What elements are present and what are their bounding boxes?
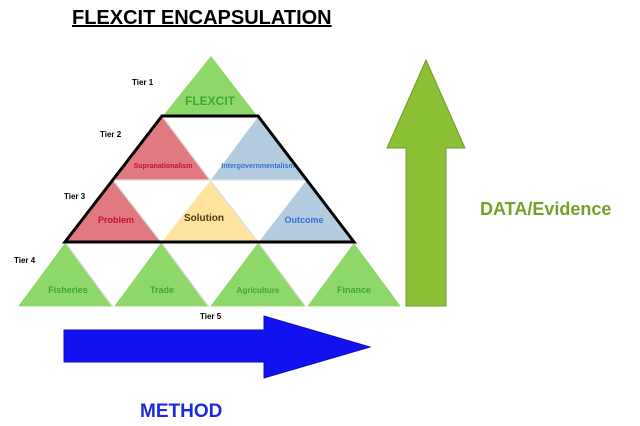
page-title: FLEXCIT ENCAPSULATION: [72, 7, 332, 29]
intergovernmentalism-label: Intergovernmentalism: [221, 163, 295, 170]
finance-label: Finance: [336, 285, 372, 295]
data-evidence-label: DATA/Evidence: [480, 199, 612, 219]
method-label: METHOD: [140, 401, 223, 422]
tier-5-label: Tier 5: [200, 312, 222, 321]
fisheries-label: Fisheries: [48, 285, 88, 295]
outcome-label: Outcome: [284, 215, 324, 225]
solution-label: Solution: [184, 213, 224, 224]
data-evidence-arrow: [386, 58, 466, 307]
encapsulation-outline: [61, 114, 358, 244]
method-arrow: [63, 315, 372, 379]
tier-3-label: Tier 3: [64, 192, 86, 201]
tier-2-label: Tier 2: [100, 130, 122, 139]
flexcit-label: FLEXCIT: [185, 94, 235, 108]
trade-label: Trade: [149, 285, 175, 295]
agriculture-label: Agriculture: [236, 286, 280, 295]
problem-label: Problem: [97, 215, 135, 225]
tier-4-label: Tier 4: [14, 256, 36, 265]
tier-1-label: Tier 1: [132, 78, 154, 87]
finance-triangle: [304, 240, 404, 308]
supranationalism-label: Supranationalism: [133, 163, 193, 170]
